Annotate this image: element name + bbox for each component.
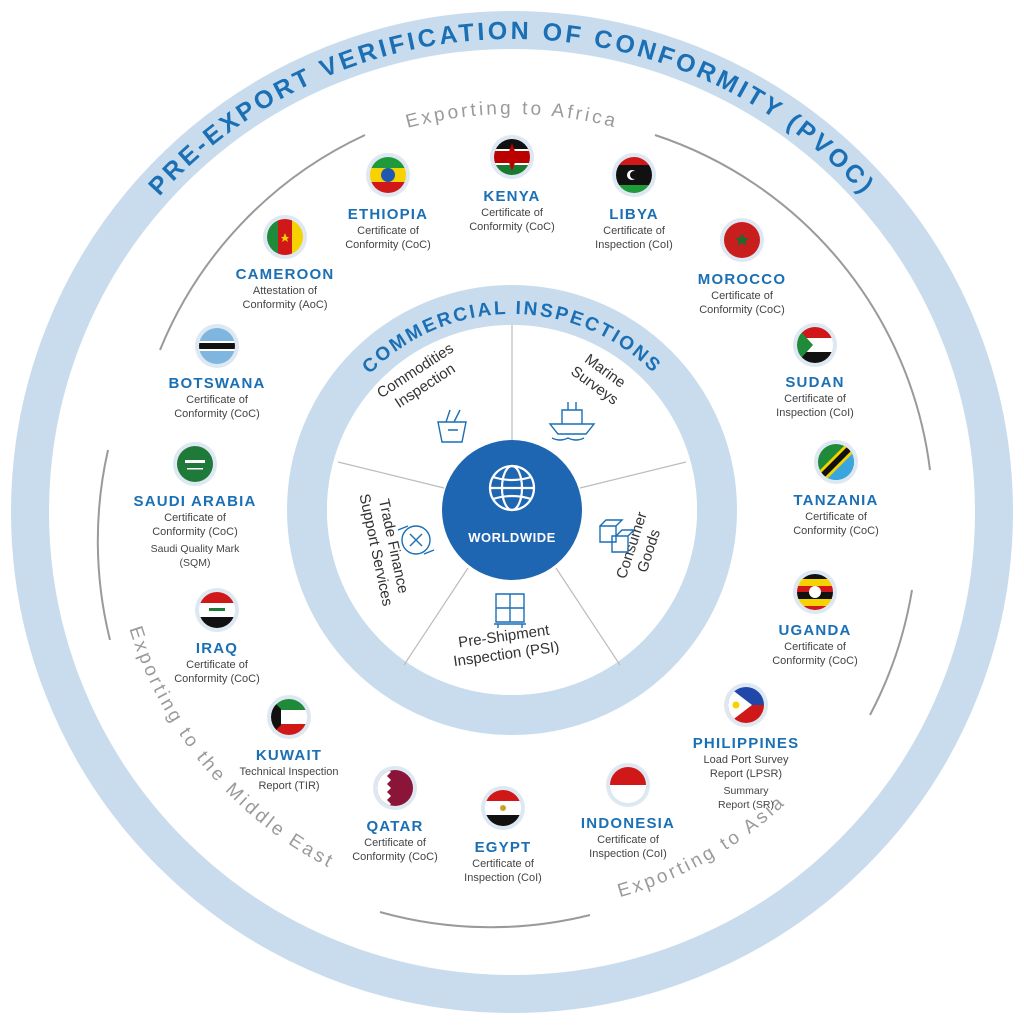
saudi-arabia-flag-icon — [177, 446, 213, 482]
country-morocco: MOROCCO Certificate of Conformity (CoC) — [652, 271, 832, 317]
country-certificate: Certificate of — [364, 837, 426, 849]
country-botswana: BOTSWANA Certificate of Conformity (CoC) — [127, 375, 307, 421]
wheat-sack-icon — [437, 409, 467, 443]
country-certificate: Certificate of — [603, 225, 665, 237]
country-certificate: Certificate of — [711, 290, 773, 302]
country-name: SUDAN — [785, 374, 845, 391]
country-certificate: Load Port Survey — [703, 754, 789, 766]
country-certificate: Certificate of — [784, 641, 846, 653]
country-name: ETHIOPIA — [347, 206, 429, 223]
country-uganda: UGANDA Certificate of Conformity (CoC) — [725, 622, 905, 668]
inner-ring — [287, 285, 737, 735]
country-certificate: Attestation of — [252, 285, 318, 297]
libya-flag-icon — [616, 157, 652, 193]
country-name: CAMEROON — [235, 266, 335, 283]
country-name: INDONESIA — [580, 815, 676, 832]
country-name: EGYPT — [474, 839, 532, 856]
country-name: SAUDI ARABIA — [133, 493, 257, 510]
uganda-flag-icon — [797, 574, 833, 610]
country-name: PHILIPPINES — [692, 735, 800, 752]
egypt-flag-icon — [485, 790, 521, 826]
gray-arc-top-left — [159, 134, 366, 351]
country-extra: Report (SR) — [717, 799, 774, 811]
kenya-flag-icon — [494, 139, 530, 175]
pallet-boxes-icon — [494, 593, 526, 628]
country-name: QATAR — [366, 818, 424, 835]
cameroon-flag-icon — [267, 219, 303, 255]
ethiopia-flag-icon — [370, 157, 406, 193]
country-certificate: Technical Inspection — [239, 766, 339, 778]
country-certificate: Certificate of — [472, 858, 534, 870]
country-certificate: Conformity (CoC) — [174, 408, 260, 420]
gray-arc-left — [96, 449, 111, 641]
country-name: TANZANIA — [793, 492, 879, 509]
gray-arc-top-right — [654, 134, 931, 471]
country-certificate: Conformity (CoC) — [352, 851, 438, 863]
country-certificate: Certificate of — [597, 834, 659, 846]
region-africa-label: Exporting to Africa — [404, 98, 621, 133]
philippines-flag-icon — [728, 687, 764, 723]
boxes-icon — [599, 519, 636, 553]
country-certificate: Certificate of — [805, 511, 867, 523]
country-certificate: Certificate of — [186, 394, 248, 406]
country-certificate: Certificate of — [784, 393, 846, 405]
morocco-flag-icon — [724, 222, 760, 258]
iraq-flag-icon — [199, 592, 235, 628]
money-network-icon — [397, 525, 435, 555]
country-certificate: Inspection (CoI) — [595, 239, 673, 251]
country-certificate: Certificate of — [164, 512, 226, 524]
country-extra: Saudi Quality Mark — [150, 543, 240, 555]
country-certificate: Conformity (CoC) — [772, 655, 858, 667]
country-indonesia: INDONESIA Certificate of Inspection (CoI) — [538, 815, 718, 861]
country-sudan: SUDAN Certificate of Inspection (CoI) — [725, 374, 905, 420]
outer-ring — [11, 11, 1013, 1013]
country-certificate: Certificate of — [481, 207, 543, 219]
country-certificate: Inspection (CoI) — [776, 407, 854, 419]
country-certificate: Certificate of — [186, 659, 248, 671]
country-cameroon: CAMEROON Attestation of Conformity (AoC) — [195, 266, 375, 312]
country-name: UGANDA — [778, 622, 852, 639]
ship-icon — [548, 402, 596, 441]
country-name: KUWAIT — [255, 747, 323, 764]
country-certificate: Report (TIR) — [258, 780, 320, 792]
country-name: MOROCCO — [697, 271, 787, 288]
country-certificate: Conformity (CoC) — [152, 526, 238, 538]
country-kenya: KENYA Certificate of Conformity (CoC) — [422, 188, 602, 234]
country-ethiopia: ETHIOPIA Certificate of Conformity (CoC) — [298, 206, 478, 252]
country-extra: (SQM) — [179, 557, 211, 569]
country-certificate: Report (LPSR) — [709, 768, 783, 780]
country-certificate: Inspection (CoI) — [589, 848, 667, 860]
country-name: BOTSWANA — [168, 375, 266, 392]
country-libya: LIBYA Certificate of Inspection (CoI) — [544, 206, 724, 252]
segment-dividers — [337, 325, 687, 666]
country-qatar: QATAR Certificate of Conformity (CoC) — [305, 818, 485, 864]
country-iraq: IRAQ Certificate of Conformity (CoC) — [127, 640, 307, 686]
indonesia-flag-icon — [610, 767, 646, 803]
country-certificate: Conformity (CoC) — [174, 673, 260, 685]
country-tanzania: TANZANIA Certificate of Conformity (CoC) — [746, 492, 926, 538]
country-certificate: Inspection (CoI) — [464, 872, 542, 884]
country-certificate: Conformity (CoC) — [345, 239, 431, 251]
country-certificate: Conformity (CoC) — [793, 525, 879, 537]
country-certificate: Certificate of — [357, 225, 419, 237]
worldwide-label: WORLDWIDE — [468, 530, 556, 545]
country-certificate: Conformity (CoC) — [699, 304, 785, 316]
country-certificate: Conformity (CoC) — [469, 221, 555, 233]
country-certificate: Conformity (AoC) — [242, 299, 328, 311]
country-name: IRAQ — [195, 640, 239, 657]
country-name: LIBYA — [609, 206, 659, 223]
gray-arc-right — [869, 589, 913, 716]
gray-arc-bottom — [379, 911, 591, 929]
country-egypt: EGYPT Certificate of Inspection (CoI) — [413, 839, 593, 885]
globe-icon — [488, 464, 536, 512]
tanzania-flag-icon — [818, 444, 854, 480]
botswana-flag-icon — [199, 328, 235, 364]
country-saudi-arabia: SAUDI ARABIA Certificate of Conformity (Co… — [105, 493, 285, 570]
country-name: KENYA — [483, 188, 541, 205]
country-extra: Summary — [723, 785, 769, 797]
